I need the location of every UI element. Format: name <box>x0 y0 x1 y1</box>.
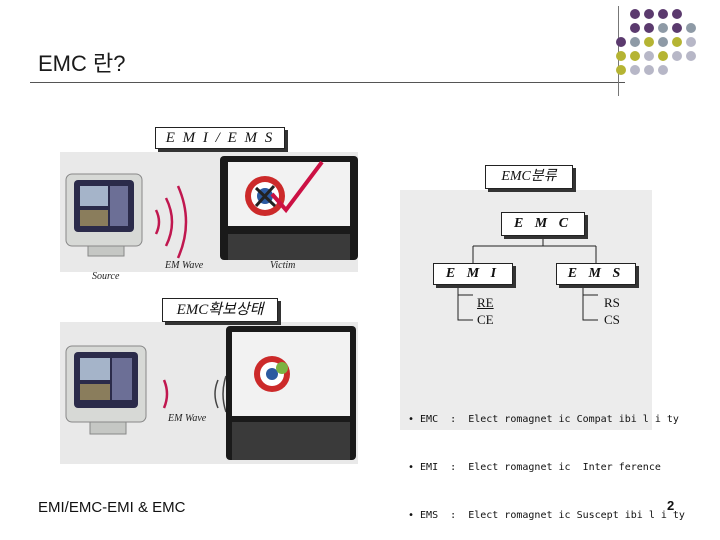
definition-emc: • EMC : Elect romagnet ic Compat ibi l i… <box>408 414 679 425</box>
em-wave-icon <box>154 185 188 259</box>
dot-row-1 <box>630 9 682 19</box>
tree-leaf-re: RE <box>477 295 494 310</box>
interference-illustration <box>65 156 358 260</box>
emi-ems-label: E M I / E M S <box>155 127 285 149</box>
victim-tv-icon <box>220 156 358 260</box>
title-divider <box>30 82 625 83</box>
page-number: 2 <box>667 498 675 513</box>
dot-row-4 <box>616 51 696 61</box>
em-wave-icon <box>162 379 169 409</box>
tree-node-emc: E M C <box>501 212 585 236</box>
tree-node-emi: E M I <box>433 263 513 285</box>
emc-classification-label: EMC분류 <box>485 165 573 189</box>
source-label: Source <box>92 271 120 282</box>
check-mark-icon <box>270 160 324 214</box>
dot-row-5 <box>616 65 668 75</box>
tree-leaf-rs: RS <box>604 295 620 310</box>
dot-row-2 <box>630 23 696 33</box>
definition-emi: • EMI : Elect romagnet ic Inter ference <box>408 462 661 473</box>
emc-secured-illustration <box>65 326 356 460</box>
definitions-list: • EMC : Elect romagnet ic Compat ibi l i… <box>408 380 685 540</box>
tree-node-ems: E M S <box>556 263 636 285</box>
footer-text: EMI/EMC-EMI & EMC <box>38 499 186 516</box>
definition-ems: • EMS : Elect romagnet ic Suscept ibi l … <box>408 510 685 521</box>
page-title: EMC 란? <box>38 51 126 76</box>
decorative-dot-grid <box>616 9 696 75</box>
victim-tv-icon <box>226 326 356 460</box>
victim-label: Victim <box>270 260 296 271</box>
emc-status-label: EMC확보상태 <box>162 298 278 322</box>
source-monitor-icon <box>65 345 147 435</box>
em-wave-icon <box>214 375 227 413</box>
corner-vertical-line <box>618 6 619 96</box>
tree-leaf-cs: CS <box>604 312 620 327</box>
classification-tree-lines <box>457 236 598 321</box>
source-monitor-icon <box>65 173 143 257</box>
em-wave-label-bottom: EM Wave <box>168 413 207 424</box>
em-wave-label-top: EM Wave <box>165 260 204 271</box>
tree-leaf-ce: CE <box>477 312 494 327</box>
dot-row-3 <box>616 37 696 47</box>
